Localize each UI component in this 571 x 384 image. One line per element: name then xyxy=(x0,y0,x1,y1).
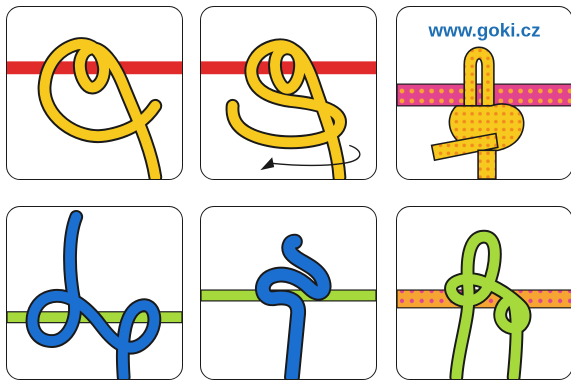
website-link[interactable]: www.goki.cz xyxy=(428,20,541,41)
knot-step-4-illustration xyxy=(7,207,182,379)
tied-knot xyxy=(432,47,524,179)
knot-step-2-illustration xyxy=(201,7,376,179)
red-bar xyxy=(201,61,376,74)
knot-step-6-illustration xyxy=(397,207,571,379)
blue-knot xyxy=(263,242,324,377)
knot-step-2-panel xyxy=(200,6,377,180)
arrowhead-icon xyxy=(260,157,274,170)
knot-step-1-illustration xyxy=(7,7,182,179)
knot-step-3-panel: www.goki.cz xyxy=(396,6,571,180)
knot-step-5-illustration xyxy=(201,207,376,379)
knot-step-6-panel xyxy=(396,206,571,380)
knot-step-3-illustration: www.goki.cz xyxy=(397,7,571,179)
knot-step-4-panel xyxy=(6,206,183,380)
red-bar xyxy=(7,61,182,74)
knot-step-5-panel xyxy=(200,206,377,380)
blue-rope xyxy=(32,217,154,377)
knot-step-1-panel xyxy=(6,6,183,180)
